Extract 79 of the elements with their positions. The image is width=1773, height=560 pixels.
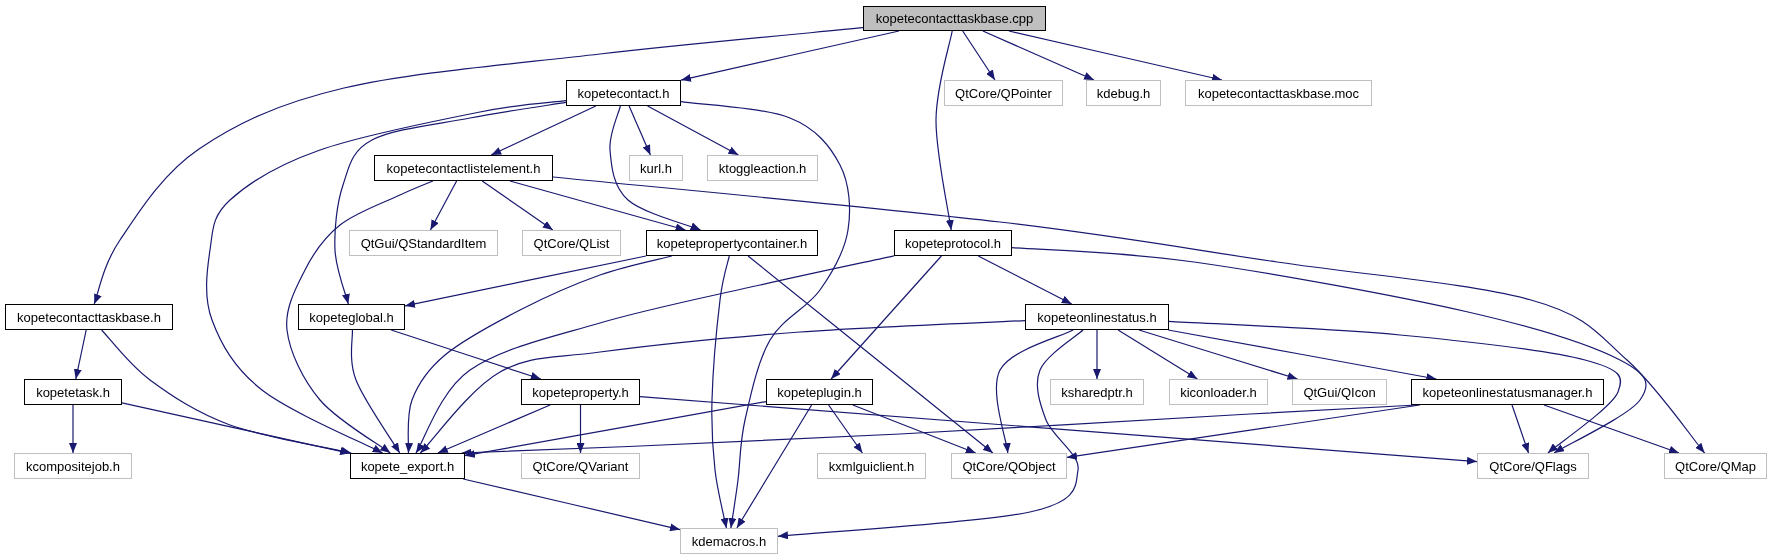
external-header-node: kdebug.h [1086,80,1161,106]
dependency-arrow [680,30,900,82]
dependency-arrow [736,404,813,529]
dependency-arrow [576,404,585,454]
dependency-arrow [101,329,352,455]
dependency-arrow [462,478,681,532]
external-header-node: QtCore/QList [522,230,621,256]
external-header-node: ktoggleaction.h [707,155,818,181]
dependency-arrow [286,180,434,454]
dependency-arrow [93,27,864,305]
dependency-arrow [437,404,551,454]
header-file-node: kopetecontactlistelement.h [374,155,553,181]
dependency-arrow [404,255,673,454]
dependency-arrow [481,180,554,231]
dependency-arrow [69,404,77,454]
dependency-arrow [419,320,1026,454]
external-header-node: QtCore/QMap [1664,453,1767,479]
dependency-arrow [390,329,542,380]
dependency-arrow [334,101,567,305]
dependency-arrow [350,329,401,454]
header-file-node: kopetetask.h [24,379,122,405]
dependency-arrow [977,255,1073,305]
external-header-node: QtCore/QPointer [944,80,1063,106]
external-header-node: kcompositejob.h [14,453,132,479]
header-file-node: kopetecontacttaskbase.h [5,304,173,330]
dependency-arrow [1011,247,1647,454]
header-file-node: kopeteproperty.h [521,379,640,405]
dependency-arrow [935,30,954,231]
dependency-arrow [609,105,702,231]
dependency-arrow [1008,30,1223,82]
header-file-node: kopeteprotocol.h [894,230,1012,256]
header-file-node: kopeteonlinestatus.h [1025,304,1169,330]
header-file-node: kopetecontact.h [566,80,681,106]
dependency-arrow [1543,404,1680,454]
dependency-arrow [852,404,977,454]
dependency-arrow [777,329,1084,540]
dependency-arrow [464,401,767,458]
header-file-node: kopeteglobal.h [298,304,405,330]
dependency-arrow [73,329,87,380]
dependency-arrow [206,100,567,454]
dependency-arrow [1511,404,1530,454]
dependency-arrow [828,404,863,454]
dependency-arrow [628,105,651,156]
external-header-node: QtGui/QStandardItem [349,230,498,256]
external-header-node: QtGui/QIcon [1292,379,1387,405]
dependency-arrow [647,105,739,156]
external-header-node: QtCore/QVariant [521,453,640,479]
dependency-arrow [747,255,994,454]
dependency-arrow [639,396,1478,465]
external-header-node: kiconloader.h [1169,379,1268,405]
dependency-arrow [404,255,647,308]
dependency-arrow [490,105,597,156]
external-header-node: kdemacros.h [680,528,778,554]
dependency-arrow [711,255,730,529]
dependency-arrow [1138,329,1299,380]
dependency-arrow [415,255,895,454]
dependency-arrow [982,30,1095,81]
external-header-node: kxmlguiclient.h [817,453,926,479]
dependency-arrow [121,402,351,456]
dependency-arrow [1093,329,1101,380]
dependency-arrow [509,180,687,232]
dependency-arrow [962,30,996,81]
external-header-node: kopetecontacttaskbase.moc [1185,80,1372,106]
external-header-node: QtCore/QFlags [1477,453,1589,479]
external-header-node: ksharedptr.h [1050,379,1144,405]
source-file-node: kopetecontacttaskbase.cpp [863,6,1046,31]
dependency-arrow [552,176,1706,454]
dependency-arrow [830,255,942,380]
dependency-arrow [1168,320,1622,454]
header-file-node: kopetepropertycontainer.h [646,230,818,256]
external-header-node: QtCore/QObject [951,453,1067,479]
external-header-node: kurl.h [629,155,683,181]
dependency-arrow [1117,329,1198,380]
dependency-arrow [995,329,1074,454]
header-file-node: kopete_export.h [350,453,465,479]
header-file-node: kopeteplugin.h [766,379,873,405]
header-file-node: kopeteonlinestatusmanager.h [1411,379,1604,405]
dependency-arrow [429,180,458,231]
dependency-arrow [680,101,851,529]
